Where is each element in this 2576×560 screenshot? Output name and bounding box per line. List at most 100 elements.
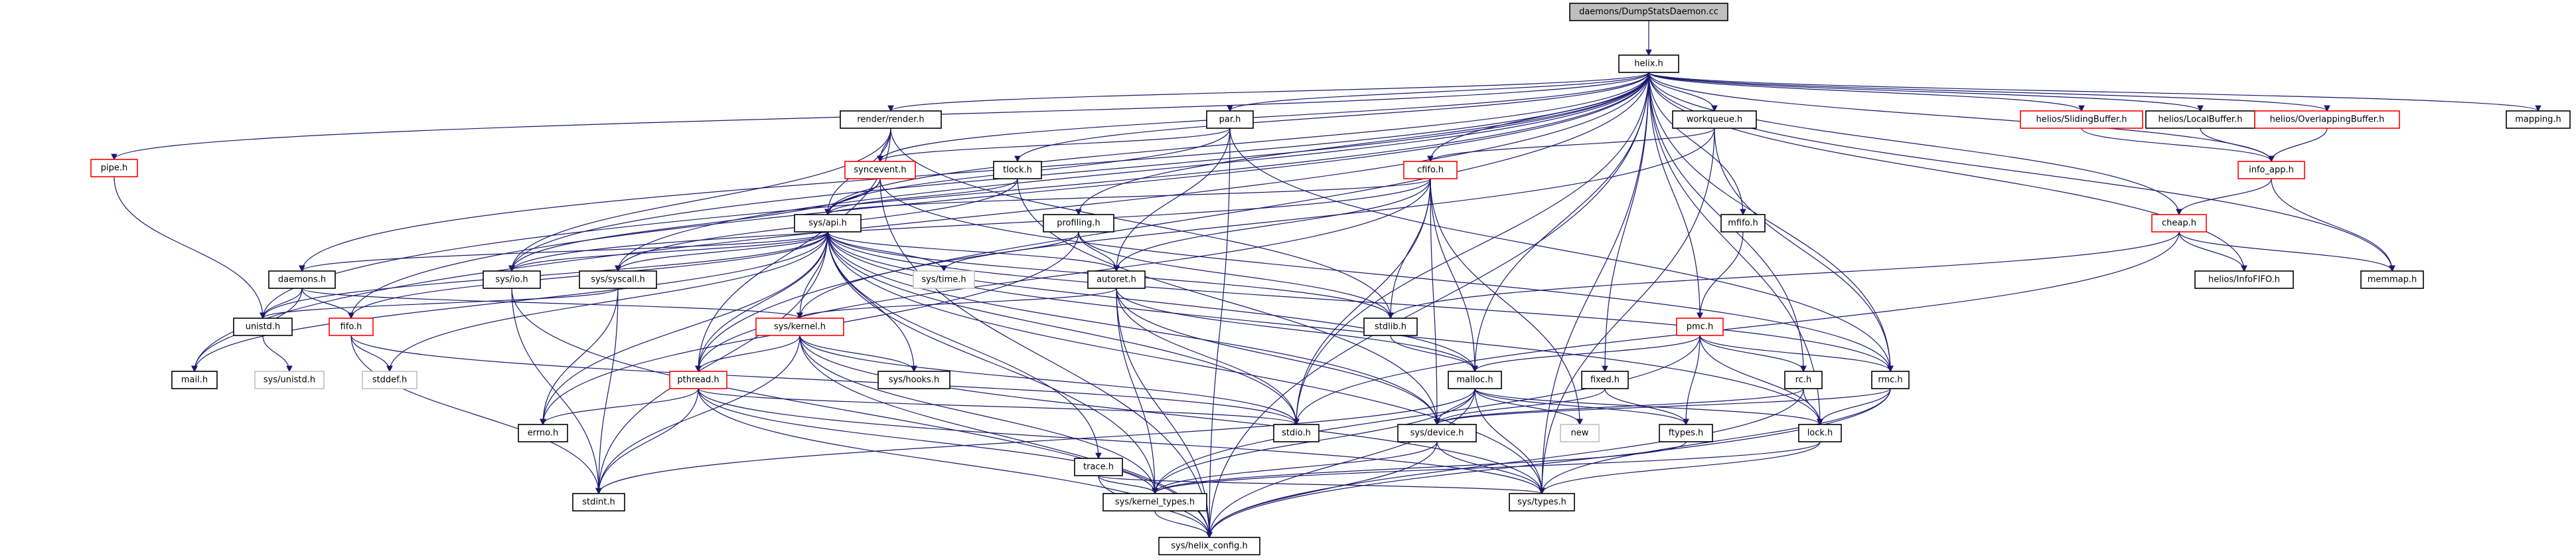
node-mfifo[interactable]: mfifo.h [1720, 214, 1766, 233]
node-box [2151, 214, 2207, 233]
edge-pmc-to-syskerneltypes [1152, 335, 1701, 495]
edge-sysio-to-stdint [511, 288, 602, 495]
node-cfifo[interactable]: cfifo.h [1403, 161, 1458, 179]
node-stdlib[interactable]: stdlib.h [1363, 318, 1418, 336]
edge-syssyscall-to-unistd [260, 288, 619, 320]
node-syncevent[interactable]: syncevent.h [844, 161, 916, 179]
node-infofifo[interactable]: helios/InfoFIFO.h [2194, 270, 2294, 289]
edge-sysapi-to-autoret [827, 231, 1120, 272]
edge-malloc-to-lock [1474, 388, 1823, 426]
node-label: autoret.h [1097, 275, 1136, 285]
node-syssyscall[interactable]: sys/syscall.h [579, 270, 657, 289]
node-systime[interactable]: sys/time.h [913, 270, 975, 289]
node-box [233, 318, 293, 336]
node-sliding[interactable]: helios/SlidingBuffer.h [2020, 110, 2143, 129]
node-sysio[interactable]: sys/io.h [483, 270, 541, 289]
node-sysapi[interactable]: sys/api.h [794, 214, 862, 233]
edge-malloc-to-new [1474, 388, 1583, 426]
node-par[interactable]: par.h [1206, 110, 1254, 129]
node-autoret[interactable]: autoret.h [1087, 270, 1146, 289]
edge-malloc-to-systypes [1474, 388, 1545, 495]
edge-sysapi-to-sysdevice [827, 231, 1440, 426]
edge-trace-to-syskerneltypes [1098, 475, 1158, 495]
node-label: errno.h [528, 428, 559, 438]
node-sysunistd[interactable]: sys/unistd.h [254, 371, 325, 389]
node-syskerneltypes[interactable]: sys/kernel_types.h [1102, 493, 1207, 512]
node-box [1509, 493, 1575, 512]
node-syskernel[interactable]: sys/kernel.h [755, 318, 844, 336]
edge-autoret-to-syskernel [796, 288, 1117, 320]
node-pipe[interactable]: pipe.h [90, 159, 138, 177]
node-infoapp[interactable]: info_app.h [2237, 161, 2305, 179]
node-syshelixconfig[interactable]: sys/helix_config.h [1158, 537, 1260, 555]
node-fifo[interactable]: fifo.h [329, 318, 374, 336]
node-label: stdio.h [1282, 428, 1311, 438]
edge-sysapi-to-stdio [827, 231, 1300, 426]
edge-helix-to-workqueue [1648, 72, 1718, 112]
node-tlock[interactable]: tlock.h [993, 161, 1042, 179]
node-profiling[interactable]: profiling.h [1043, 214, 1114, 233]
edge-render-to-stdlib [890, 128, 1394, 320]
node-box [1158, 537, 1260, 555]
node-systypes[interactable]: sys/types.h [1509, 493, 1575, 512]
node-workqueue[interactable]: workqueue.h [1672, 110, 1757, 129]
edge-sysapi-to-stddef [386, 231, 828, 373]
node-pmc[interactable]: pmc.h [1676, 318, 1724, 336]
node-helix[interactable]: helix.h [1618, 54, 1679, 73]
edge-par-to-syshelixconfig [1206, 128, 1231, 539]
node-overlap[interactable]: helios/OverlappingBuffer.h [2254, 110, 2400, 129]
edge-syssyscall-to-errno [540, 288, 619, 426]
node-malloc[interactable]: malloc.h [1448, 371, 1502, 389]
node-daemons[interactable]: daemons.h [268, 270, 336, 289]
node-pthread[interactable]: pthread.h [669, 371, 727, 389]
node-rmc[interactable]: rmc.h [1871, 371, 1910, 389]
edge-fixed-to-sysdevice [1434, 388, 1606, 426]
node-label: rc.h [1795, 375, 1812, 385]
node-box [2506, 110, 2571, 129]
edge-syncevent-to-syshelixconfig [879, 178, 1213, 539]
node-stdint[interactable]: stdint.h [572, 493, 625, 512]
node-label: sys/api.h [808, 219, 847, 229]
node-rc[interactable]: rc.h [1784, 371, 1823, 389]
node-ftypes[interactable]: ftypes.h [1659, 424, 1713, 442]
node-new[interactable]: new [1560, 424, 1600, 442]
node-cheap[interactable]: cheap.h [2151, 214, 2207, 233]
node-box [1102, 493, 1207, 512]
node-stdio[interactable]: stdio.h [1273, 424, 1320, 442]
node-mail[interactable]: mail.h [171, 371, 218, 389]
node-stddef[interactable]: stddef.h [362, 371, 417, 389]
node-syshooks[interactable]: sys/hooks.h [877, 371, 950, 389]
node-label: mapping.h [2515, 115, 2561, 125]
node-fixed[interactable]: fixed.h [1581, 371, 1629, 389]
edge-helix-to-render [887, 72, 1649, 112]
edge-helix-to-lock [1648, 72, 1823, 426]
edge-cheap-to-infofifo [2178, 231, 2247, 272]
node-mapping[interactable]: mapping.h [2506, 110, 2571, 129]
node-sysdevice[interactable]: sys/device.h [1397, 424, 1477, 442]
node-box [518, 424, 568, 442]
node-label: sys/hooks.h [889, 375, 939, 385]
edge-rc-to-lock [1803, 388, 1823, 426]
node-box [329, 318, 374, 336]
node-label: helios/InfoFIFO.h [2208, 275, 2280, 285]
edge-pthread-to-errno [540, 388, 699, 426]
edge-helix-to-overlap [1648, 72, 2330, 112]
edge-syskernel-to-pthread [695, 335, 800, 373]
node-memmap[interactable]: memmap.h [2360, 270, 2424, 289]
edge-helix-to-pthread [695, 72, 1649, 373]
node-box [1871, 371, 1910, 389]
edge-cfifo-to-autoret [1113, 178, 1431, 272]
edge-helix-to-profiling [1075, 72, 1649, 216]
node-unistd[interactable]: unistd.h [233, 318, 293, 336]
node-root[interactable]: daemons/DumpStatsDaemon.cc [1569, 3, 1728, 21]
edge-cheap-to-stdlib [1387, 231, 2180, 320]
node-localbuf[interactable]: helios/LocalBuffer.h [2145, 110, 2255, 129]
node-errno[interactable]: errno.h [518, 424, 568, 442]
edge-localbuf-to-infoapp [2200, 128, 2275, 163]
node-trace[interactable]: trace.h [1074, 458, 1123, 476]
node-render[interactable]: render/render.h [840, 110, 942, 129]
node-box [1659, 424, 1713, 442]
node-box [1397, 424, 1477, 442]
node-lock[interactable]: lock.h [1798, 424, 1842, 442]
edge-daemons-to-syskernel [301, 288, 803, 320]
